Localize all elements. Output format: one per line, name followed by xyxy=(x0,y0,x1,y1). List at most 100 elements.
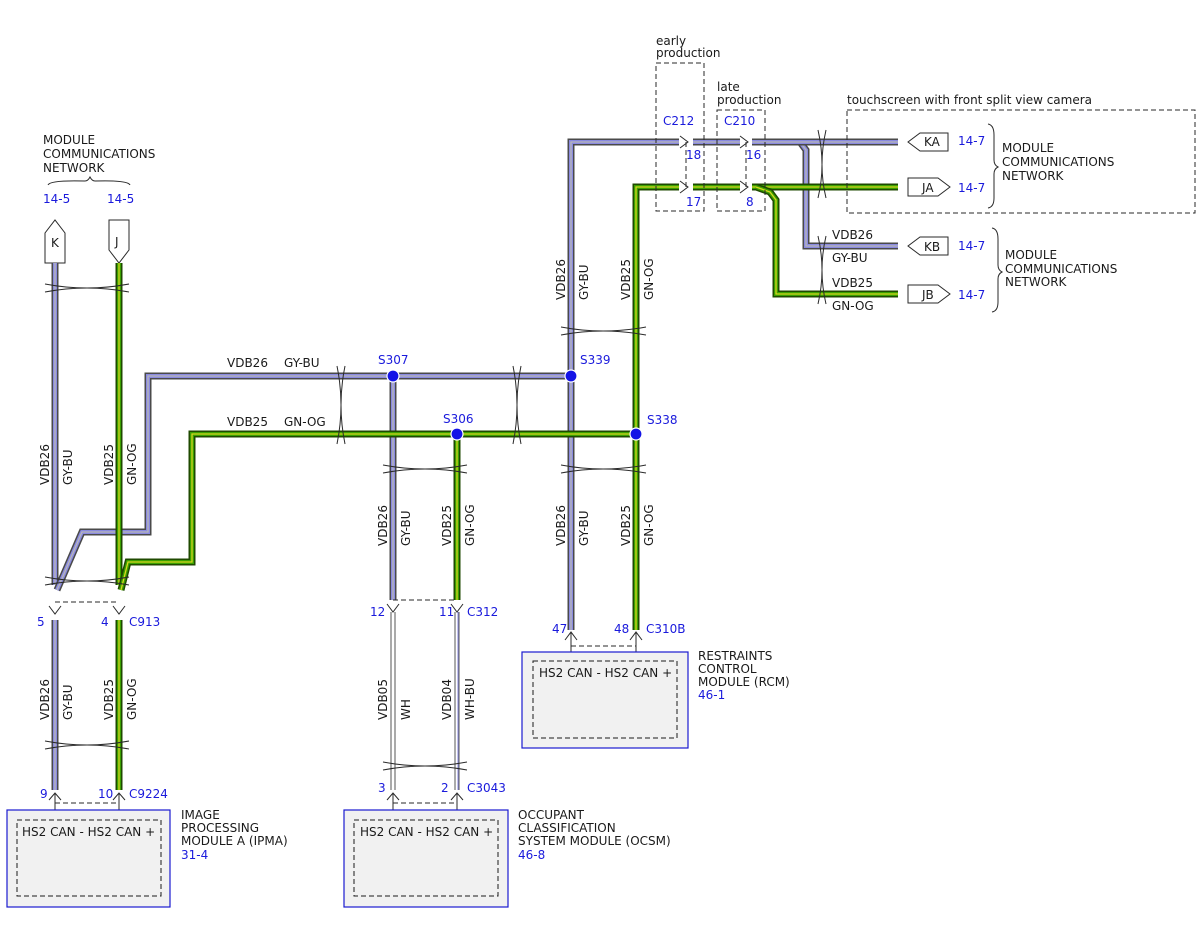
splice-s338-label: S338 xyxy=(647,413,678,427)
ipma-inner xyxy=(16,819,162,897)
connector-ja-label: JA xyxy=(921,181,934,195)
v-label-wh: WH xyxy=(399,699,413,720)
net2-line2: COMMUNICATIONS xyxy=(1005,262,1117,276)
module-rcm[interactable]: HS2 CAN - HS2 CAN + RESTRAINTS CONTROL M… xyxy=(521,649,790,749)
net2-line3: NETWORK xyxy=(1005,275,1068,289)
c913-pin4: 4 xyxy=(101,615,109,629)
connector-ka-shape xyxy=(907,132,949,152)
net2-line1: MODULE xyxy=(1005,248,1057,262)
connector-kb-shape xyxy=(907,236,949,256)
pin-arrow-8 xyxy=(739,180,749,194)
v-label-vdb26-a: VDB26 xyxy=(38,444,52,485)
c9224-pin10: 10 xyxy=(98,787,113,801)
ref-ja-link[interactable]: 14-7 xyxy=(958,181,985,195)
pin-arrow-48 xyxy=(629,631,643,652)
ocsm-ref-link[interactable]: 46-8 xyxy=(518,848,545,862)
v-label-gybu-c: GY-BU xyxy=(399,510,413,546)
touchscreen-label: touchscreen with front split view camera xyxy=(847,93,1092,107)
h-label-vdb26-2: VDB26 xyxy=(832,228,873,242)
network-brace-2 xyxy=(991,227,1004,313)
c210-label[interactable]: C210 xyxy=(724,114,755,128)
pin-arrow-10 xyxy=(112,792,126,811)
c3043-pin2: 2 xyxy=(441,781,449,795)
ipma-name-3: MODULE A (IPMA) xyxy=(181,834,288,848)
connector-c3043: 3 2 C3043 xyxy=(378,781,506,811)
c212-pin17: 17 xyxy=(686,195,701,209)
ref-kb-link[interactable]: 14-7 xyxy=(958,239,985,253)
rcm-inner xyxy=(532,660,678,739)
ocsm-name-3: SYSTEM MODULE (OCSM) xyxy=(518,834,671,848)
c210-pin8: 8 xyxy=(746,195,754,209)
v-label-vdb26-c: VDB26 xyxy=(376,505,390,546)
ocsm-inner xyxy=(353,819,499,897)
v-label-vdb05: VDB05 xyxy=(376,679,390,720)
splice-s306-label: S306 xyxy=(443,412,474,426)
pin-arrow-4 xyxy=(112,605,126,615)
c312-pin12: 12 xyxy=(370,605,385,619)
module-ocsm[interactable]: HS2 CAN - HS2 CAN + OCCUPANT CLASSIFICAT… xyxy=(343,808,671,908)
connector-ja-shape xyxy=(907,177,951,197)
ipma-ref-link[interactable]: 31-4 xyxy=(181,848,208,862)
ocsm-pins: HS2 CAN - HS2 CAN + xyxy=(360,825,493,839)
c913-label[interactable]: C913 xyxy=(129,615,160,629)
v-label-gybu-d: GY-BU xyxy=(577,510,591,546)
c312-label[interactable]: C312 xyxy=(467,605,498,619)
v-label-vdb25-b: VDB25 xyxy=(102,679,116,720)
rcm-pins: HS2 CAN - HS2 CAN + xyxy=(539,666,672,680)
net1-line1: MODULE xyxy=(1002,141,1054,155)
connector-jb-label: JB xyxy=(921,288,934,302)
v-label-vdb25-d: VDB25 xyxy=(619,505,633,546)
module-ipma[interactable]: HS2 CAN - HS2 CAN + IMAGE PROCESSING MOD… xyxy=(6,808,288,908)
h-label-vdb25-1: VDB25 xyxy=(227,415,268,429)
right-network: touchscreen with front split view camera… xyxy=(846,93,1196,313)
splice-s339 xyxy=(564,369,578,383)
splice-s306 xyxy=(450,427,464,441)
net1-line2: COMMUNICATIONS xyxy=(1002,155,1114,169)
twist-symbols xyxy=(44,129,827,771)
rcm-name-3: MODULE (RCM) xyxy=(698,675,790,689)
ipma-name-1: IMAGE xyxy=(181,808,220,822)
c3043-label[interactable]: C3043 xyxy=(467,781,506,795)
connector-jb-shape xyxy=(907,284,951,304)
c212-label[interactable]: C212 xyxy=(663,114,694,128)
ref-jb-link[interactable]: 14-7 xyxy=(958,288,985,302)
h-label-gybu-2: GY-BU xyxy=(832,251,868,265)
c9224-label[interactable]: C9224 xyxy=(129,787,168,801)
late-production-1: late xyxy=(717,80,740,94)
early-production-2: production xyxy=(656,46,720,60)
pin-arrow-2 xyxy=(450,792,464,811)
pin-arrow-18 xyxy=(679,135,689,149)
touchscreen-box xyxy=(846,109,1196,214)
v-label-vdb26-d: VDB26 xyxy=(554,505,568,546)
v-label-gybu-b: GY-BU xyxy=(61,684,75,720)
rcm-ref-link[interactable]: 46-1 xyxy=(698,688,725,702)
pin-arrow-9 xyxy=(48,792,62,811)
late-production-2: production xyxy=(717,93,781,107)
c210-pin16: 16 xyxy=(746,148,761,162)
rcm-name-2: CONTROL xyxy=(698,662,757,676)
ref-ka-link[interactable]: 14-7 xyxy=(958,134,985,148)
connector-kb-label: KB xyxy=(924,240,940,254)
pin-arrow-3 xyxy=(386,792,400,811)
ocsm-name-2: CLASSIFICATION xyxy=(518,821,616,835)
pin-arrow-47 xyxy=(564,631,578,652)
left-network-title-3: NETWORK xyxy=(43,161,106,175)
connector-c913: 5 4 C913 xyxy=(37,601,160,629)
c310b-pin48: 48 xyxy=(614,622,629,636)
h-label-vdb26-1: VDB26 xyxy=(227,356,268,370)
v-label-gybu-a: GY-BU xyxy=(61,449,75,485)
h-label-gnog-2: GN-OG xyxy=(832,299,874,313)
h-label-gybu-1: GY-BU xyxy=(284,356,320,370)
ref-j-link[interactable]: 14-5 xyxy=(107,192,134,206)
horizontal-circuit-labels: VDB26 GY-BU VDB25 GN-OG VDB26 GY-BU VDB2… xyxy=(227,228,874,429)
c310b-label[interactable]: C310B xyxy=(646,622,686,636)
net1-line3: NETWORK xyxy=(1002,169,1065,183)
h-label-gnog-1: GN-OG xyxy=(284,415,326,429)
v-label-gnog-b: GN-OG xyxy=(125,678,139,720)
c312-pin11: 11 xyxy=(439,605,454,619)
ref-k-link[interactable]: 14-5 xyxy=(43,192,70,206)
network-brace-1 xyxy=(987,123,1000,209)
splice-s307-label: S307 xyxy=(378,353,409,367)
v-label-whbu: WH-BU xyxy=(463,678,477,720)
left-network-title-2: COMMUNICATIONS xyxy=(43,147,155,161)
